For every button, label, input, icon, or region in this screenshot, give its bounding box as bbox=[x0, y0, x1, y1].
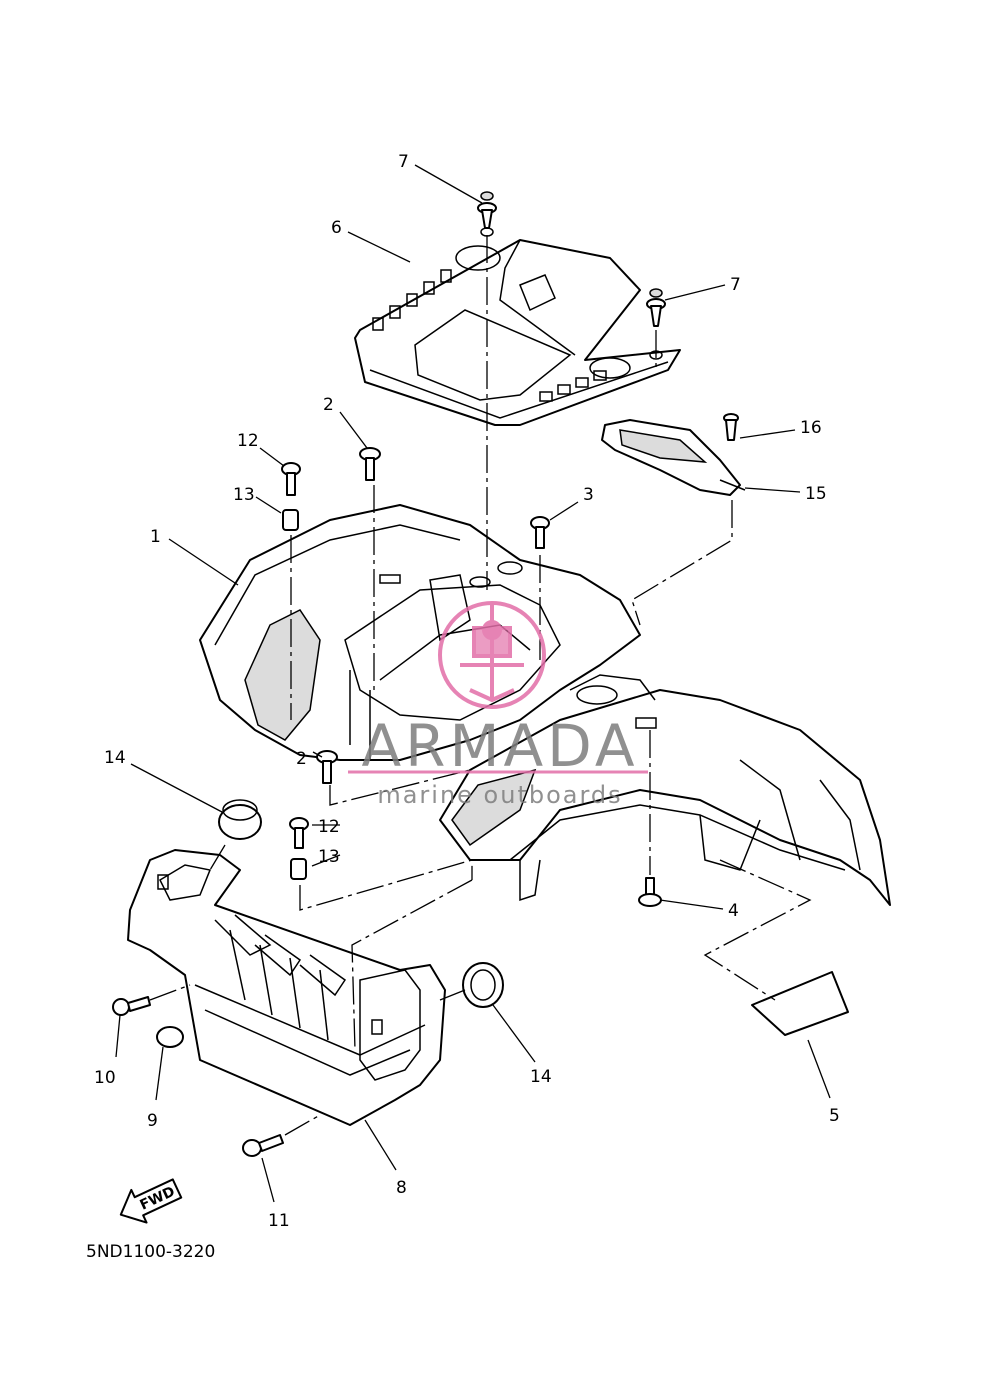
callout-15: 15 bbox=[805, 484, 827, 504]
callout-13-top: 13 bbox=[233, 485, 255, 505]
collar-13-top bbox=[282, 509, 299, 531]
callout-10: 10 bbox=[94, 1068, 116, 1088]
collar-13-bottom bbox=[290, 858, 307, 880]
bolt-11 bbox=[242, 1134, 284, 1157]
part-14-grommet-left bbox=[218, 799, 262, 840]
fastener-7-top bbox=[477, 191, 497, 229]
callout-4: 4 bbox=[728, 901, 739, 921]
leader-lines bbox=[115, 164, 831, 1203]
part-14-grommet-right bbox=[462, 962, 504, 1008]
diagram-code: 5ND1100-3220 bbox=[86, 1242, 215, 1262]
part-8-front-cover bbox=[127, 849, 446, 1126]
callout-7-right: 7 bbox=[730, 275, 741, 295]
part-1-front-fender bbox=[199, 504, 641, 761]
bolt-10 bbox=[112, 996, 151, 1016]
bolt-12-top bbox=[281, 462, 301, 496]
callout-12-top: 12 bbox=[237, 431, 259, 451]
watermark-logo bbox=[438, 601, 546, 709]
callout-5: 5 bbox=[829, 1106, 840, 1126]
callout-2-top: 2 bbox=[323, 395, 334, 415]
callout-6: 6 bbox=[331, 218, 342, 238]
callout-7-top: 7 bbox=[398, 152, 409, 172]
callout-14-left: 14 bbox=[104, 748, 126, 768]
watermark: ARMADA marine outboards bbox=[348, 601, 648, 809]
bolt-2-bottom bbox=[316, 750, 338, 784]
bolt-12-bottom bbox=[289, 817, 309, 849]
assembly-lines bbox=[149, 235, 812, 1136]
callout-11: 11 bbox=[268, 1211, 290, 1231]
part-1-right-fender bbox=[439, 674, 891, 906]
bolt-3 bbox=[530, 516, 550, 549]
callouts: 7 7 6 2 12 13 1 3 16 15 14 2 12 13 4 10 … bbox=[94, 152, 840, 1231]
callout-2-bottom: 2 bbox=[296, 749, 307, 769]
callout-13-bottom: 13 bbox=[318, 847, 340, 867]
part-15-bracket bbox=[601, 419, 746, 496]
callout-16: 16 bbox=[800, 418, 822, 438]
part-5-plate bbox=[751, 971, 849, 1036]
callout-12-bottom: 12 bbox=[318, 817, 340, 837]
part-9-cap bbox=[156, 1026, 184, 1048]
fastener-16 bbox=[723, 413, 739, 441]
callout-14-right: 14 bbox=[530, 1067, 552, 1087]
fwd-arrow: FWD bbox=[119, 1178, 183, 1224]
bolt-2-top bbox=[359, 447, 381, 481]
fastener-7-right bbox=[646, 288, 666, 327]
callout-8: 8 bbox=[396, 1178, 407, 1198]
callout-9: 9 bbox=[147, 1111, 158, 1131]
part-6-top-cover bbox=[354, 227, 681, 426]
watermark-tagline: marine outboards bbox=[377, 781, 622, 809]
bolt-4 bbox=[638, 877, 662, 907]
watermark-name: ARMADA bbox=[361, 712, 638, 780]
callout-1: 1 bbox=[150, 527, 161, 547]
callout-3: 3 bbox=[583, 485, 594, 505]
